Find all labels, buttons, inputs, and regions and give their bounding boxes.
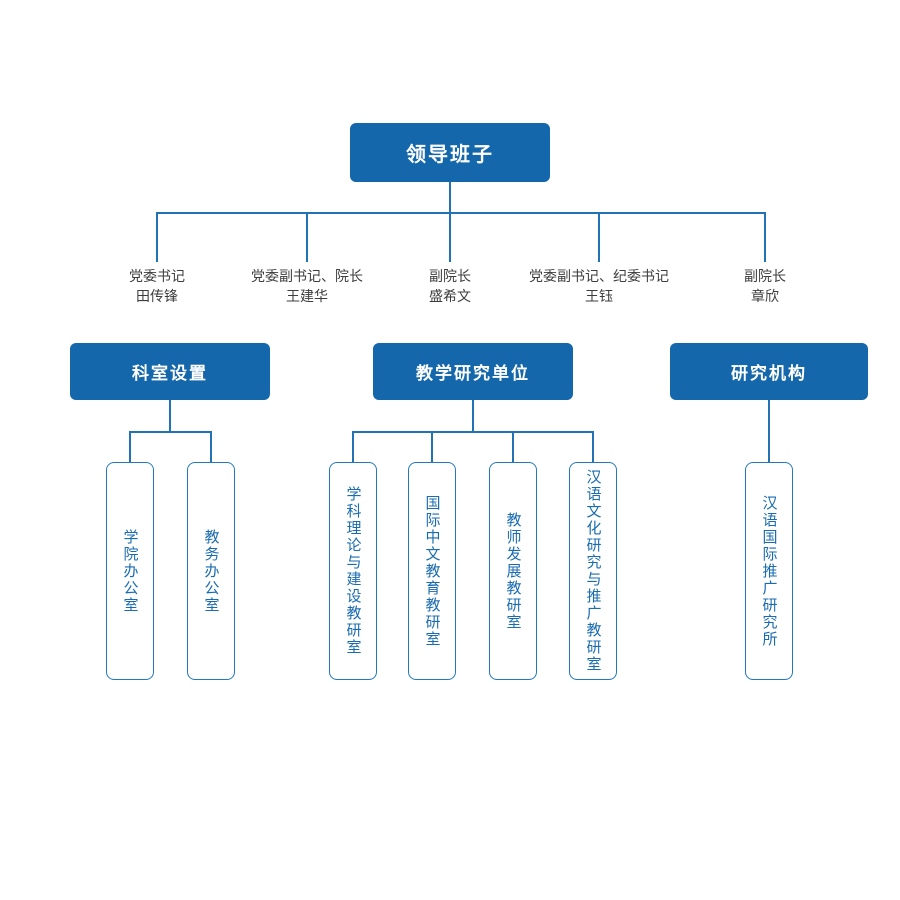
connector-line	[352, 431, 354, 462]
leader-title: 党委书记	[129, 268, 185, 284]
connector-line	[449, 212, 451, 262]
section-research-orgs-box: 研究机构	[670, 343, 868, 400]
leader-title: 党委副书记、纪委书记	[529, 268, 669, 284]
leaf-label: 国际中文教育教研室	[423, 494, 441, 648]
connector-line	[352, 431, 594, 433]
leader-name: 盛希文	[429, 288, 471, 304]
connector-line	[449, 182, 451, 212]
section-teaching-research-box: 教学研究单位	[373, 343, 573, 400]
leaf-academic-affairs-office: 教务办公室	[187, 462, 235, 680]
leaf-discipline-theory-room: 学科理论与建设教研室	[329, 462, 377, 680]
leader-name: 王钰	[585, 288, 613, 304]
leader-name: 王建华	[286, 288, 328, 304]
connector-line	[764, 212, 766, 262]
leader-name: 田传锋	[136, 288, 178, 304]
leader-entry-vice-dean-1: 副院长 盛希文	[360, 266, 540, 306]
leader-entry-deputy-secretary-discipline: 党委副书记、纪委书记 王钰	[499, 266, 699, 306]
section-offices-box: 科室设置	[70, 343, 270, 400]
connector-line	[169, 400, 171, 431]
leader-entry-party-secretary: 党委书记 田传锋	[67, 266, 247, 306]
leaf-label: 教务办公室	[202, 528, 220, 614]
leaf-label: 汉语文化研究与推广教研室	[584, 469, 602, 673]
connector-line	[598, 212, 600, 262]
leader-title: 副院长	[429, 268, 471, 284]
leaf-label: 学科理论与建设教研室	[344, 486, 362, 656]
leaf-teacher-development-room: 教师发展教研室	[489, 462, 537, 680]
leader-entry-deputy-secretary-dean: 党委副书记、院长 王建华	[217, 266, 397, 306]
leaf-label: 学院办公室	[121, 528, 139, 614]
connector-line	[210, 431, 212, 462]
leader-entry-vice-dean-2: 副院长 章欣	[675, 266, 855, 306]
leaf-chinese-culture-promotion-room: 汉语文化研究与推广教研室	[569, 462, 617, 680]
connector-line	[472, 400, 474, 431]
connector-line	[129, 431, 212, 433]
connector-line	[768, 400, 770, 462]
leadership-team-box: 领导班子	[350, 123, 550, 182]
leader-title: 党委副书记、院长	[251, 268, 363, 284]
leaf-label: 汉语国际推广研究所	[760, 494, 778, 648]
leaf-chinese-intl-promotion-institute: 汉语国际推广研究所	[745, 462, 793, 680]
connector-line	[512, 431, 514, 462]
leader-name: 章欣	[751, 288, 779, 304]
connector-line	[592, 431, 594, 462]
leaf-college-office: 学院办公室	[106, 462, 154, 680]
connector-line	[156, 212, 158, 262]
connector-line	[157, 212, 766, 214]
connector-line	[129, 431, 131, 462]
leaf-intl-chinese-education-room: 国际中文教育教研室	[408, 462, 456, 680]
connector-line	[431, 431, 433, 462]
leaf-label: 教师发展教研室	[504, 511, 522, 631]
connector-line	[306, 212, 308, 262]
leader-title: 副院长	[744, 268, 786, 284]
